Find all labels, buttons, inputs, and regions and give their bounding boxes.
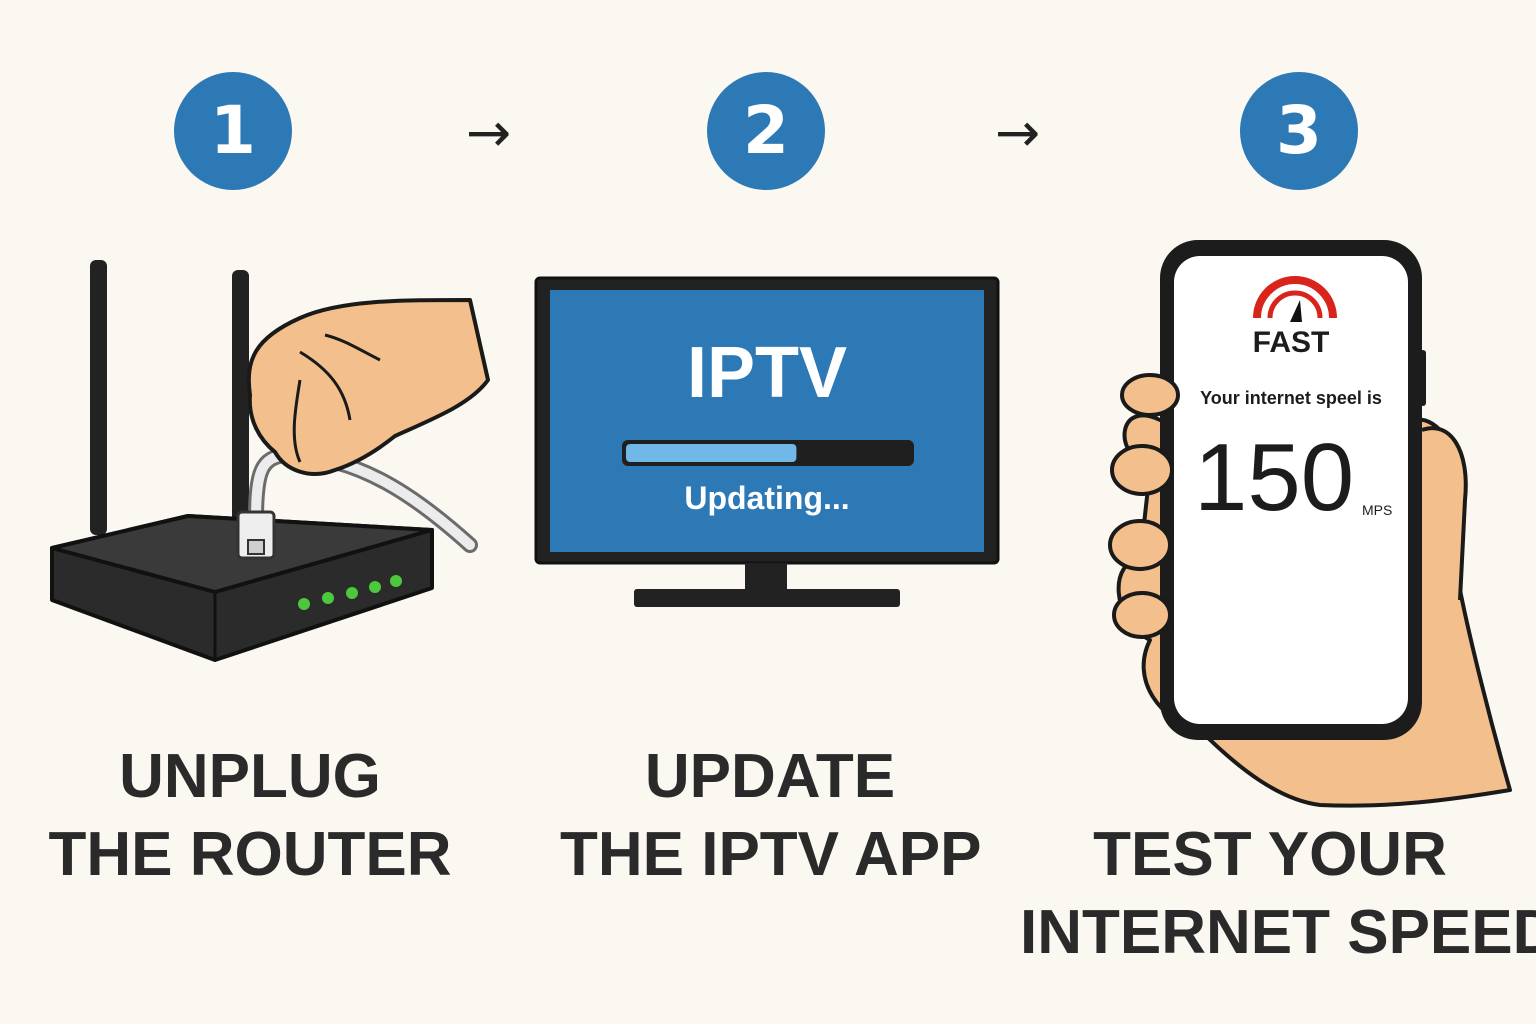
led-4	[369, 581, 381, 593]
step-1-number: 1	[174, 72, 292, 190]
step-1-caption-line-2: THE ROUTER	[48, 820, 452, 889]
step-1-caption: UNPLUG THE ROUTER	[40, 738, 460, 894]
step-3-number: 3	[1240, 72, 1358, 190]
phone-app-name: FAST	[1252, 326, 1330, 359]
tv-icon	[534, 276, 1000, 607]
led-2	[322, 592, 334, 604]
led-3	[346, 587, 358, 599]
arrow-right-icon: →	[995, 101, 1041, 164]
tv-progress-fill	[626, 444, 797, 462]
step-3-caption-line-2: INTERNET SPEED	[1020, 898, 1536, 967]
phone-speed-unit: MPS	[1362, 502, 1393, 518]
router-icon	[50, 260, 490, 662]
tv-brand-text: IPTV	[686, 333, 848, 413]
step-2-number: 2	[707, 72, 825, 190]
step-2-caption: UPDATE THE IPTV APP	[560, 738, 982, 894]
step-3-caption: TEST YOUR INTERNET SPEED	[1020, 816, 1536, 972]
step-1-caption-line-1: UNPLUG	[119, 742, 381, 811]
step-2-caption-line-2: THE IPTV APP	[560, 820, 982, 889]
step-2-caption-line-1: UPDATE	[644, 742, 896, 811]
phone-speed-value: 150	[1194, 424, 1355, 531]
arrow-right-icon: →	[466, 101, 512, 164]
phone-speed-label: Your internet speel is	[1200, 388, 1382, 408]
phone-icon	[1108, 240, 1512, 808]
tv-status-text: Updating...	[684, 480, 850, 516]
led-5	[390, 575, 402, 587]
led-1	[298, 598, 310, 610]
step-3-caption-line-1: TEST YOUR	[1093, 820, 1447, 889]
